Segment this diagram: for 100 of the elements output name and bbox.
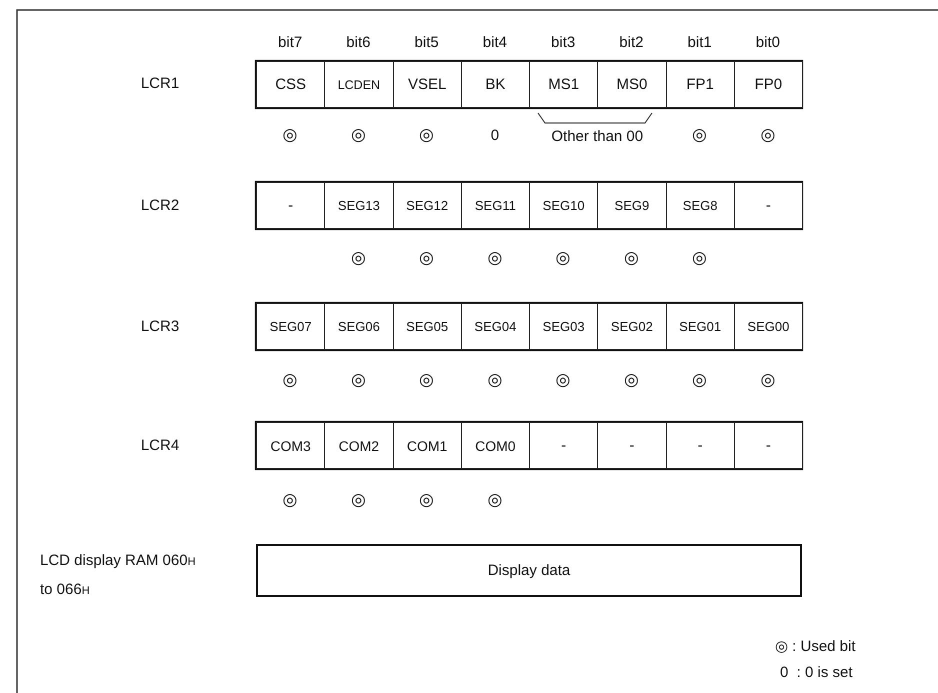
field-name: SEG07: [270, 319, 312, 334]
field-name: -: [766, 197, 771, 214]
used-bit-mark: ◎: [282, 371, 298, 389]
value-label: Other than 00: [551, 128, 644, 146]
used-bit-mark: ◎: [487, 371, 502, 389]
field-name: -: [288, 197, 294, 214]
field-name: SEG10: [542, 198, 585, 213]
bit-field-cell: [460, 303, 530, 350]
bit-field-cell: [734, 182, 803, 229]
used-bit-mark: ◎: [419, 491, 434, 509]
used-bit-mark: ◎: [350, 249, 366, 267]
bit-field-cell: [256, 303, 326, 350]
bit-field-cell: [529, 61, 598, 108]
value-label: 0: [490, 127, 500, 145]
bit-field-cell: [460, 182, 530, 229]
bit-field-cell: [324, 303, 394, 350]
register-name: LCR2: [140, 197, 180, 215]
field-name: -: [561, 437, 566, 454]
bit-number: bit5: [414, 34, 439, 52]
data-box: [256, 544, 802, 597]
field-name: COM2: [338, 438, 380, 454]
used-bit-mark: ◎: [419, 371, 434, 389]
legend-note: 0 : 0 is set: [780, 664, 853, 682]
bit-field-cell: [734, 303, 803, 350]
bit-field-cell: [597, 422, 666, 469]
field-name: COM1: [406, 438, 448, 454]
field-name: SEG12: [406, 198, 448, 213]
used-bit-mark: ◎: [692, 249, 708, 267]
field-name: COM3: [270, 438, 311, 454]
bit-field-cell: [324, 182, 394, 229]
bit-number: bit3: [551, 34, 576, 52]
field-name: SEG11: [474, 198, 516, 213]
field-name: SEG02: [610, 319, 653, 334]
used-bit-mark: ◎: [350, 491, 366, 509]
field-name: FP0: [754, 76, 782, 93]
bit-field-cell: [460, 422, 530, 469]
used-bit-mark: ◎: [624, 371, 639, 389]
register-name: LCR1: [140, 75, 180, 93]
field-name: SEG9: [614, 198, 650, 213]
used-bit-mark: ◎: [282, 126, 298, 144]
field-name: VSEL: [408, 76, 446, 93]
bit-field-cell: [734, 422, 803, 469]
register-name: LCR4: [140, 437, 180, 455]
bit-field-cell: [392, 61, 462, 108]
bit-field-cell: [597, 303, 666, 350]
field-name: -: [698, 437, 703, 454]
used-bit-mark: ◎: [692, 126, 708, 144]
field-name: FP1: [686, 76, 714, 93]
bit-field-cell: [529, 303, 598, 350]
field-name: Display data: [488, 562, 570, 579]
used-bit-mark: ◎: [760, 126, 776, 144]
bit-field-cell: [392, 303, 462, 350]
bit-number: bit1: [688, 34, 712, 52]
bit-field-cell: [460, 61, 530, 108]
field-name: CSS: [275, 76, 306, 93]
field-name: MS0: [616, 76, 648, 93]
bit-field-cell: [256, 182, 326, 229]
register-name: LCR3: [140, 318, 180, 336]
used-bit-mark: ◎: [692, 371, 708, 389]
field-name: SEG04: [474, 319, 516, 334]
bit-field-cell: [666, 422, 735, 469]
used-bit-mark: ◎: [282, 491, 298, 509]
bit-number: bit0: [756, 34, 780, 52]
bit-number: bit2: [619, 34, 644, 52]
field-name: SEG01: [679, 319, 722, 334]
bit-field-cell: [597, 182, 666, 229]
field-name: MS1: [548, 76, 580, 93]
field-name: SEG03: [542, 319, 585, 334]
used-bit-mark: ◎: [350, 126, 366, 144]
used-bit-mark: ◎: [556, 249, 571, 267]
bit-field-cell: [324, 61, 394, 108]
used-bit-mark: ◎: [624, 249, 639, 267]
field-name: SEG05: [406, 319, 448, 334]
bit-field-cell: [666, 182, 735, 229]
bit-field-cell: [529, 422, 598, 469]
field-name: SEG8: [682, 198, 718, 213]
used-bit-mark: ◎: [556, 371, 571, 389]
bit-field-cell: [734, 61, 803, 108]
bit-number: bit4: [482, 34, 507, 52]
bit-field-cell: [392, 182, 462, 229]
bit-field-cell: [256, 61, 326, 108]
field-name: -: [629, 437, 634, 454]
bit-field-cell: [392, 422, 462, 469]
field-name: SEG00: [747, 319, 790, 334]
field-name: -: [766, 437, 771, 454]
used-bit-mark: ◎: [760, 371, 776, 389]
used-bit-mark: ◎: [487, 249, 502, 267]
bit-field-cell: [529, 182, 598, 229]
bit-field-cell: [666, 303, 735, 350]
field-name: BK: [485, 76, 506, 93]
used-bit-mark: ◎: [487, 491, 502, 509]
field-name: COM0: [475, 438, 516, 454]
field-name: LCDEN: [338, 78, 380, 92]
used-bit-mark: ◎: [419, 126, 434, 144]
field-name: SEG13: [338, 198, 380, 213]
bit-number: bit7: [278, 34, 302, 52]
used-bit-mark: ◎: [419, 249, 434, 267]
field-name: SEG06: [338, 319, 380, 334]
bit-field-cell: [324, 422, 394, 469]
bit-field-cell: [256, 422, 326, 469]
